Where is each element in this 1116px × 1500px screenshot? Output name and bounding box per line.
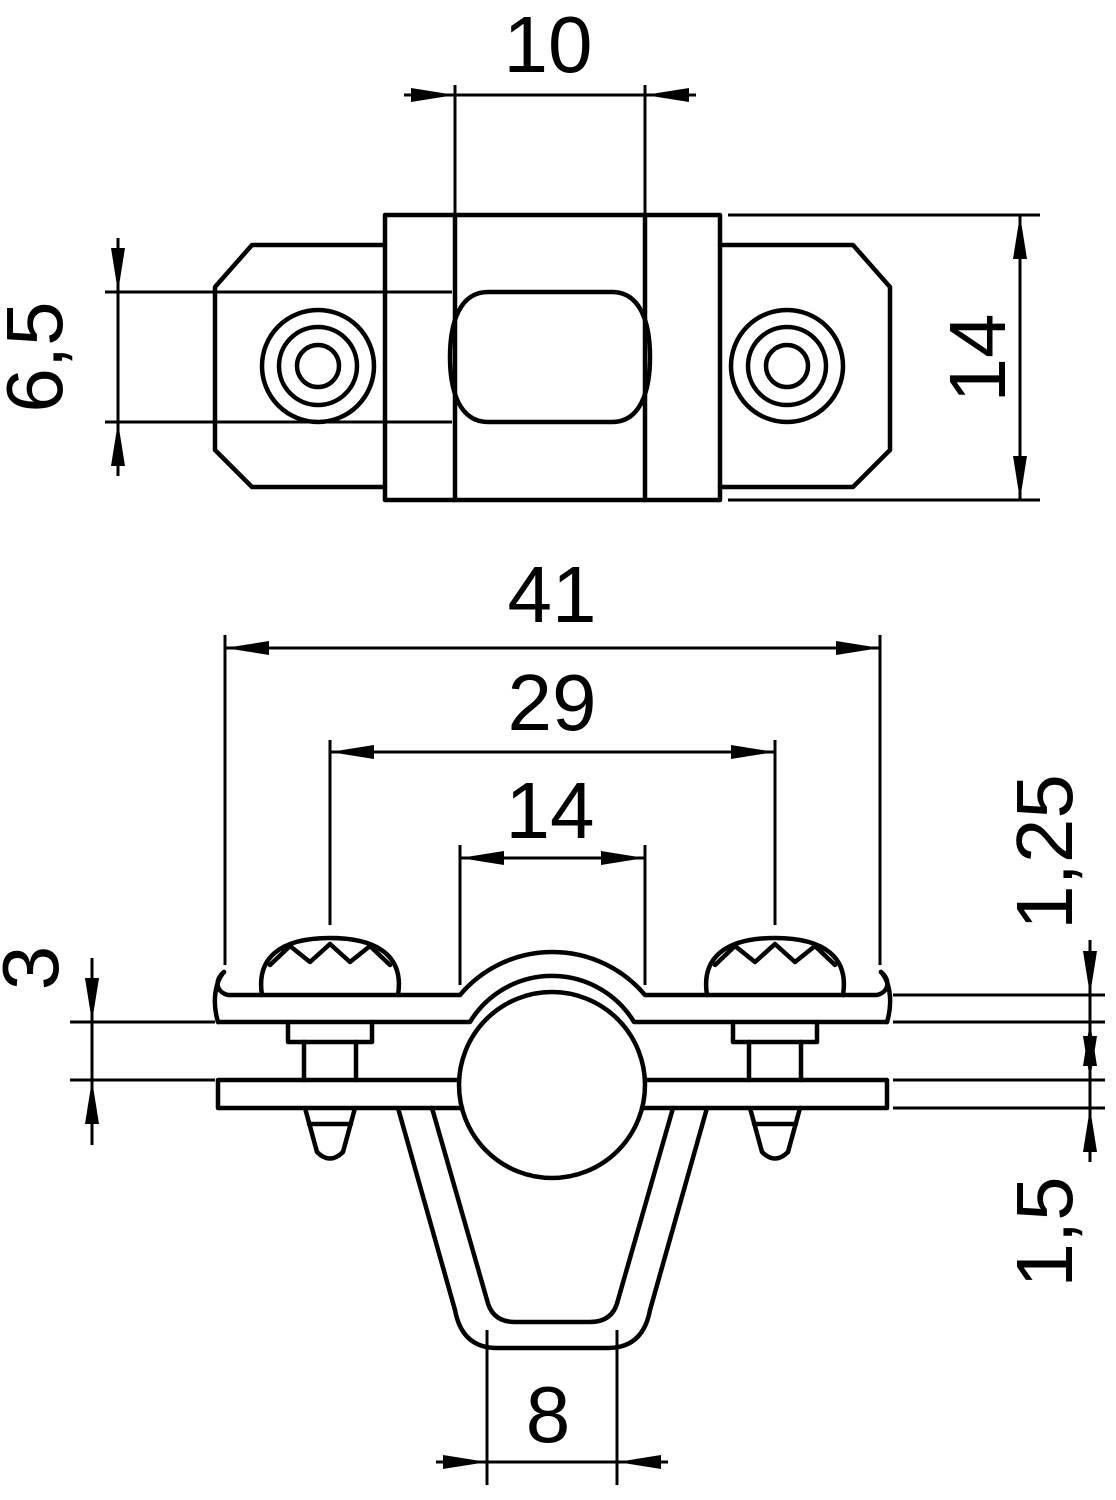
dim-label-overall-width: 41 [508,550,597,639]
dim-upper-thickness: 1,25 [893,774,1105,1078]
phillips-recess-left-icon [267,941,393,968]
front-view-part-outline [212,935,893,1351]
saddle-barrel [447,289,653,425]
screw-right [703,935,847,1161]
top-plate-outer [215,949,890,998]
dim-slot-width: 10 [404,0,696,215]
dim-overall-height: 14 [728,213,1040,502]
dim-label-clamp-width: 14 [506,766,595,855]
dim-label-strap-width: 8 [526,1370,571,1459]
top-view: 10 6,5 14 [0,0,1040,503]
top-view-part-outline [212,212,893,503]
dim-label-bore-height: 6,5 [0,301,79,412]
dim-label-screw-spacing: 29 [508,658,597,747]
left-wing [212,242,388,490]
dim-bore-height: 6,5 [0,238,452,476]
phillips-recess-right-icon [712,941,838,968]
dim-lower-thickness: 1,5 [893,1025,1105,1288]
right-wing [717,242,893,490]
screw-hole-right [728,307,846,425]
strap-inner [429,1105,676,1325]
screw-left [258,935,402,1161]
lower-plate [215,1077,890,1111]
strap-outer [395,1105,710,1351]
dim-label-overall-height: 14 [933,314,1022,403]
screw-hole-left [259,307,377,425]
dim-label-slot-width: 10 [504,0,593,89]
dim-screw-spacing: 29 [328,658,777,925]
dim-label-upper-thickness: 1,25 [1000,774,1089,930]
pipe-cross-section [456,989,648,1181]
dim-label-lower-thickness: 1,5 [1000,1176,1089,1287]
dim-clamp-width: 14 [458,766,647,985]
front-view: 41 29 14 3 [0,550,1105,1485]
top-plate-inner [215,973,890,1025]
dim-strap-width: 8 [436,1330,668,1485]
dim-plate-gap: 3 [0,946,215,1145]
dim-overall-width: 41 [223,550,882,965]
clamp-body-top [382,212,723,503]
dim-label-plate-gap: 3 [0,946,75,991]
